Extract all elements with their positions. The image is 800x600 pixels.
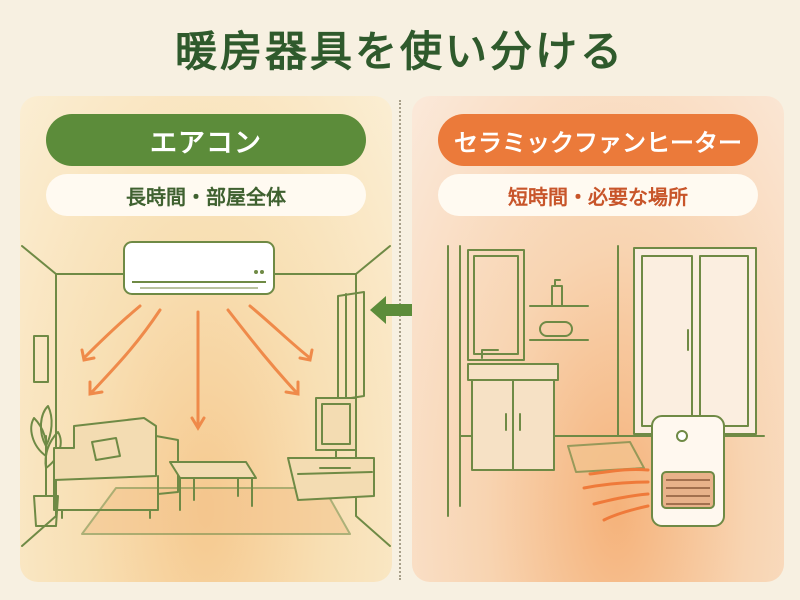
aircon-heading: エアコン <box>46 114 366 166</box>
airflow-arrows <box>80 304 314 431</box>
ceramic-heater-icon <box>651 415 725 527</box>
fan-heater-usage-label: 短時間・必要な場所 <box>438 174 758 216</box>
living-room-illustration <box>21 241 391 547</box>
panel-divider <box>399 100 401 580</box>
page-title: 暖房器具を使い分ける <box>174 27 625 76</box>
fan-heater-heading: セラミックファンヒーター <box>438 114 758 166</box>
aircon-panel: エアコン 長時間・部屋全体 <box>20 96 392 582</box>
fan-heater-panel: セラミックファンヒーター 短時間・必要な場所 <box>412 96 784 582</box>
air-conditioner-icon <box>123 241 275 295</box>
aircon-usage-label: 長時間・部屋全体 <box>46 174 366 216</box>
washroom-illustration <box>447 245 765 527</box>
warm-air-lines <box>582 468 650 522</box>
